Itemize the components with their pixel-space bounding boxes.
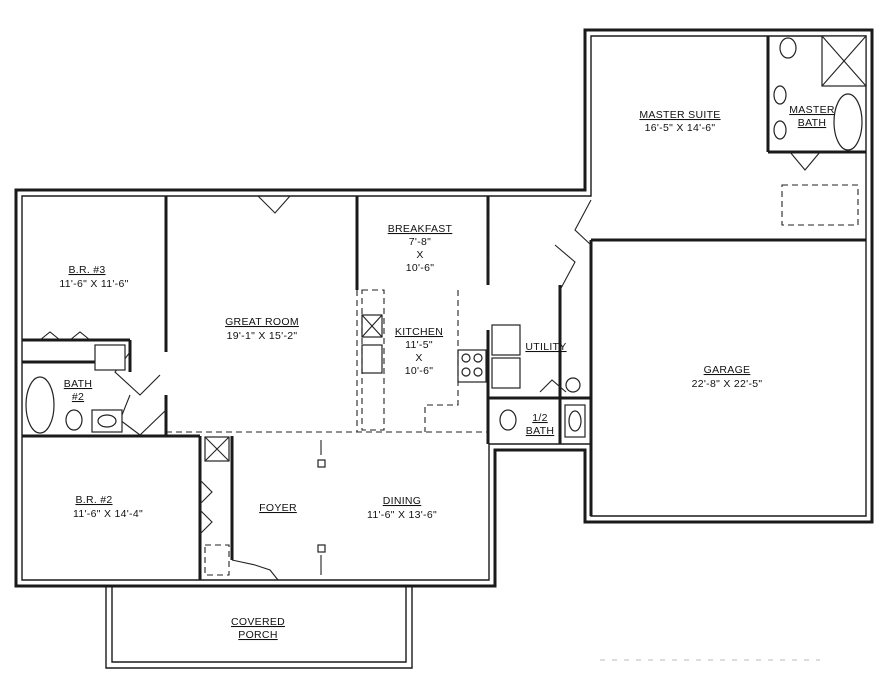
garage-dims: 22'-8" X 22'-5" [692,378,763,390]
porch-line2: PORCH [238,629,277,641]
breakfast-dim1: 7'-8" [409,236,431,248]
breakfast-x: X [416,249,423,261]
master-suite-dims: 16'-5" X 14'-6" [645,122,716,134]
room-labels: MASTER SUITE 16'-5" X 14'-6" MASTER BATH… [59,104,835,641]
interior-walls [22,36,866,580]
kitchen-x: X [415,352,422,364]
master-bath-line1: MASTER [789,104,835,116]
garage-name: GARAGE [704,364,751,376]
master-suite-name: MASTER SUITE [639,109,720,121]
br3-name: B.R. #3 [68,264,105,276]
kitchen-dim1: 11'-5" [405,339,433,351]
foyer-name: FOYER [259,502,297,514]
breakfast-name: BREAKFAST [388,223,453,235]
half-bath-line2: BATH [526,425,554,437]
great-room-name: GREAT ROOM [225,316,299,328]
dining-name: DINING [383,495,422,507]
br3-dims: 11'-6" X 11'-6" [59,278,128,290]
dining-dims: 11'-6" X 13'-6" [367,509,437,521]
kitchen-dim2: 10'-6" [405,365,434,377]
exterior-walls [14,28,874,588]
master-bath-line2: BATH [798,117,826,129]
fixtures [25,35,867,576]
bath2-line2: #2 [72,391,84,403]
kitchen-name: KITCHEN [395,326,443,338]
covered-porch [105,586,413,669]
br2-dims: 11'-6" X 14'-4" [73,508,143,520]
great-room-dims: 19'-1" X 15'-2" [227,330,298,342]
utility-name: UTILITY [525,341,566,353]
breakfast-dim2: 10'-6" [406,262,435,274]
br2-name: B.R. #2 [75,494,112,506]
half-bath-line1: 1/2 [532,412,548,424]
porch-line1: COVERED [231,616,285,628]
bath2-line1: BATH [64,378,92,390]
